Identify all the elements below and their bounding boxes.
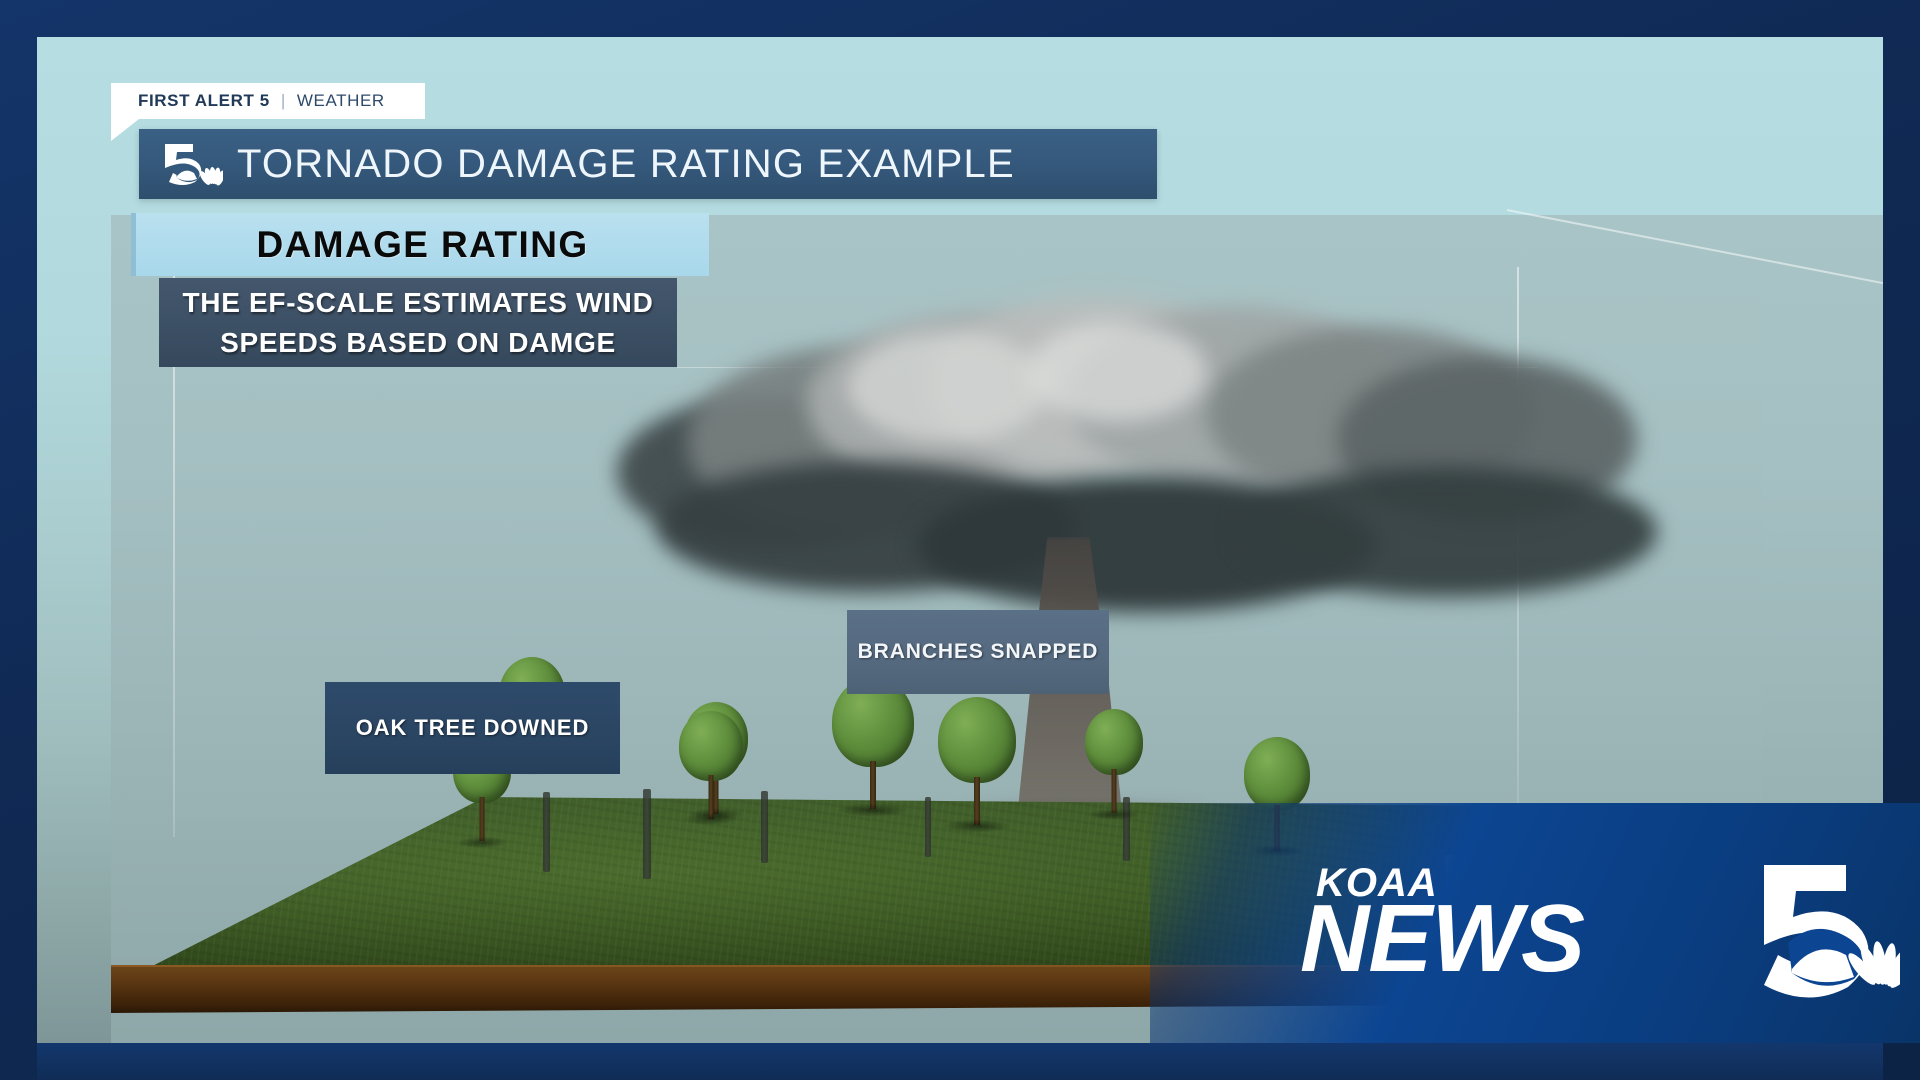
snapped-trunk [643, 789, 651, 879]
callout-oak-tree-label: OAK TREE DOWNED [355, 715, 590, 740]
call-letters: KOAA [1316, 861, 1438, 905]
tree [1077, 709, 1151, 829]
news-word: NEWS [1300, 885, 1585, 992]
first-alert-label: FIRST ALERT 5 [138, 91, 270, 110]
damage-rating-heading-box: DAMAGE RATING [131, 213, 709, 276]
snapped-trunk [543, 792, 550, 872]
first-alert-tab-tail [111, 119, 139, 141]
title-bar: TORNADO DAMAGE RATING EXAMPLE [139, 129, 1157, 199]
tree [671, 707, 751, 827]
scene-edge-left [173, 237, 175, 837]
nbc-5-peacock-logo [157, 140, 225, 188]
callout-branches-label: BRANCHES SNAPPED [857, 640, 1099, 663]
bottom-strip [37, 1043, 1883, 1080]
nbc-peacock-logo [1750, 859, 1916, 1019]
ef-scale-line-1: THE EF-SCALE ESTIMATES WIND [182, 286, 654, 318]
tab-separator: | [280, 91, 286, 110]
broadcast-panel: FIRST ALERT 5 | WEATHER [37, 37, 1883, 1043]
ef-scale-description-box: THE EF-SCALE ESTIMATES WIND SPEEDS BASED… [159, 278, 677, 367]
station-logo-bug: KOAA NEWS [1150, 803, 1920, 1043]
snapped-trunk [761, 791, 768, 863]
ef-scale-line-2: SPEEDS BASED ON DAMGE [220, 326, 616, 358]
callout-branches-snapped: BRANCHES SNAPPED [847, 610, 1109, 694]
weather-label: WEATHER [296, 91, 385, 110]
tornado-funnel [597, 287, 1657, 917]
callout-oak-tree-downed: OAK TREE DOWNED [325, 682, 620, 774]
snapped-trunk [925, 797, 931, 857]
page-title: TORNADO DAMAGE RATING EXAMPLE [237, 141, 1015, 186]
damage-rating-heading: DAMAGE RATING [256, 223, 589, 265]
tree [932, 697, 1022, 837]
first-alert-tab: FIRST ALERT 5 | WEATHER [111, 83, 425, 119]
tree [827, 677, 919, 817]
snapped-trunk [1123, 797, 1130, 861]
